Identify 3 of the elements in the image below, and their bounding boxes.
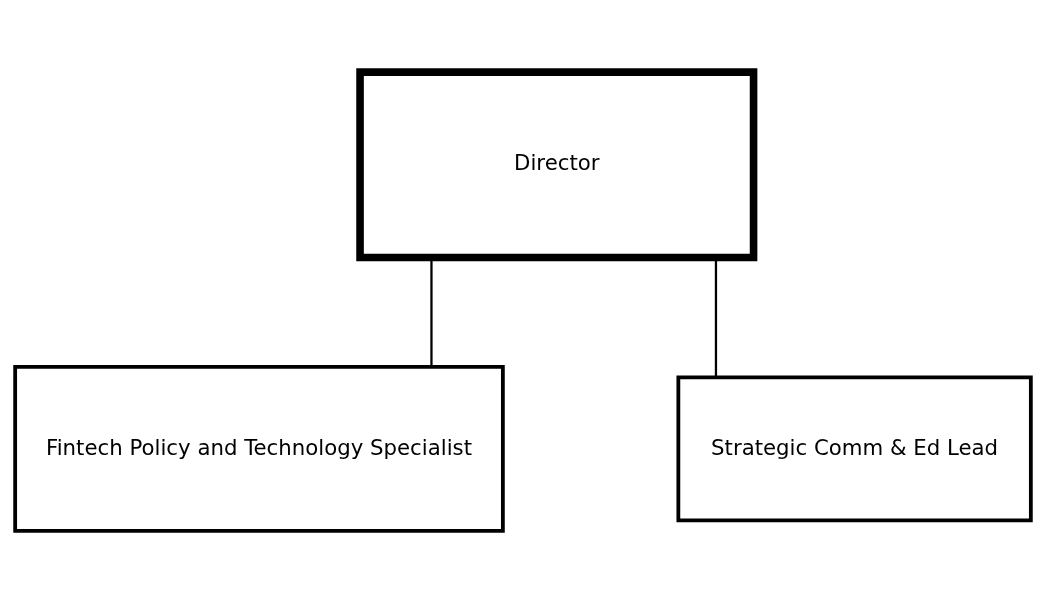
node-box: Strategic Comm & Ed Lead [676,375,1033,523]
node-box: Fintech Policy and Technology Specialist [13,364,505,533]
node-box: Director [356,68,758,262]
